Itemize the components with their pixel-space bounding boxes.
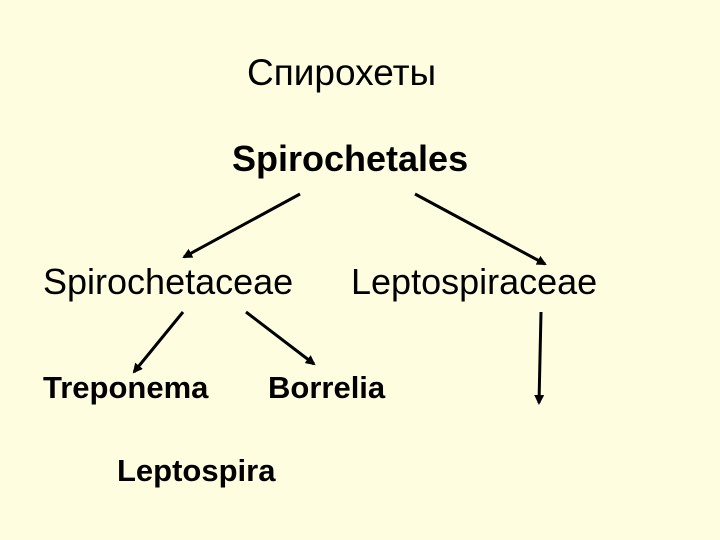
arrow-order-to-leptospiraceae (414, 192, 547, 266)
arrow-leptospiraceae-to-leptospira (534, 311, 545, 405)
arrow-order-to-spirochetaceae (182, 192, 301, 259)
order-node: Spirochetales (232, 138, 469, 179)
arrow-spirochetaceae-to-treponema (132, 311, 185, 374)
arrow-spirochetaceae-to-borrelia (245, 310, 316, 366)
genus-node-borrelia: Borrelia (268, 370, 386, 405)
genus-node-leptospira: Leptospira (117, 453, 276, 488)
family-node-leptospiraceae: Leptospiraceae (351, 261, 598, 302)
genus-node-treponema: Treponema (43, 370, 209, 405)
slide-title: Спирохеты (247, 52, 437, 93)
family-node-spirochetaceae: Spirochetaceae (43, 261, 294, 302)
